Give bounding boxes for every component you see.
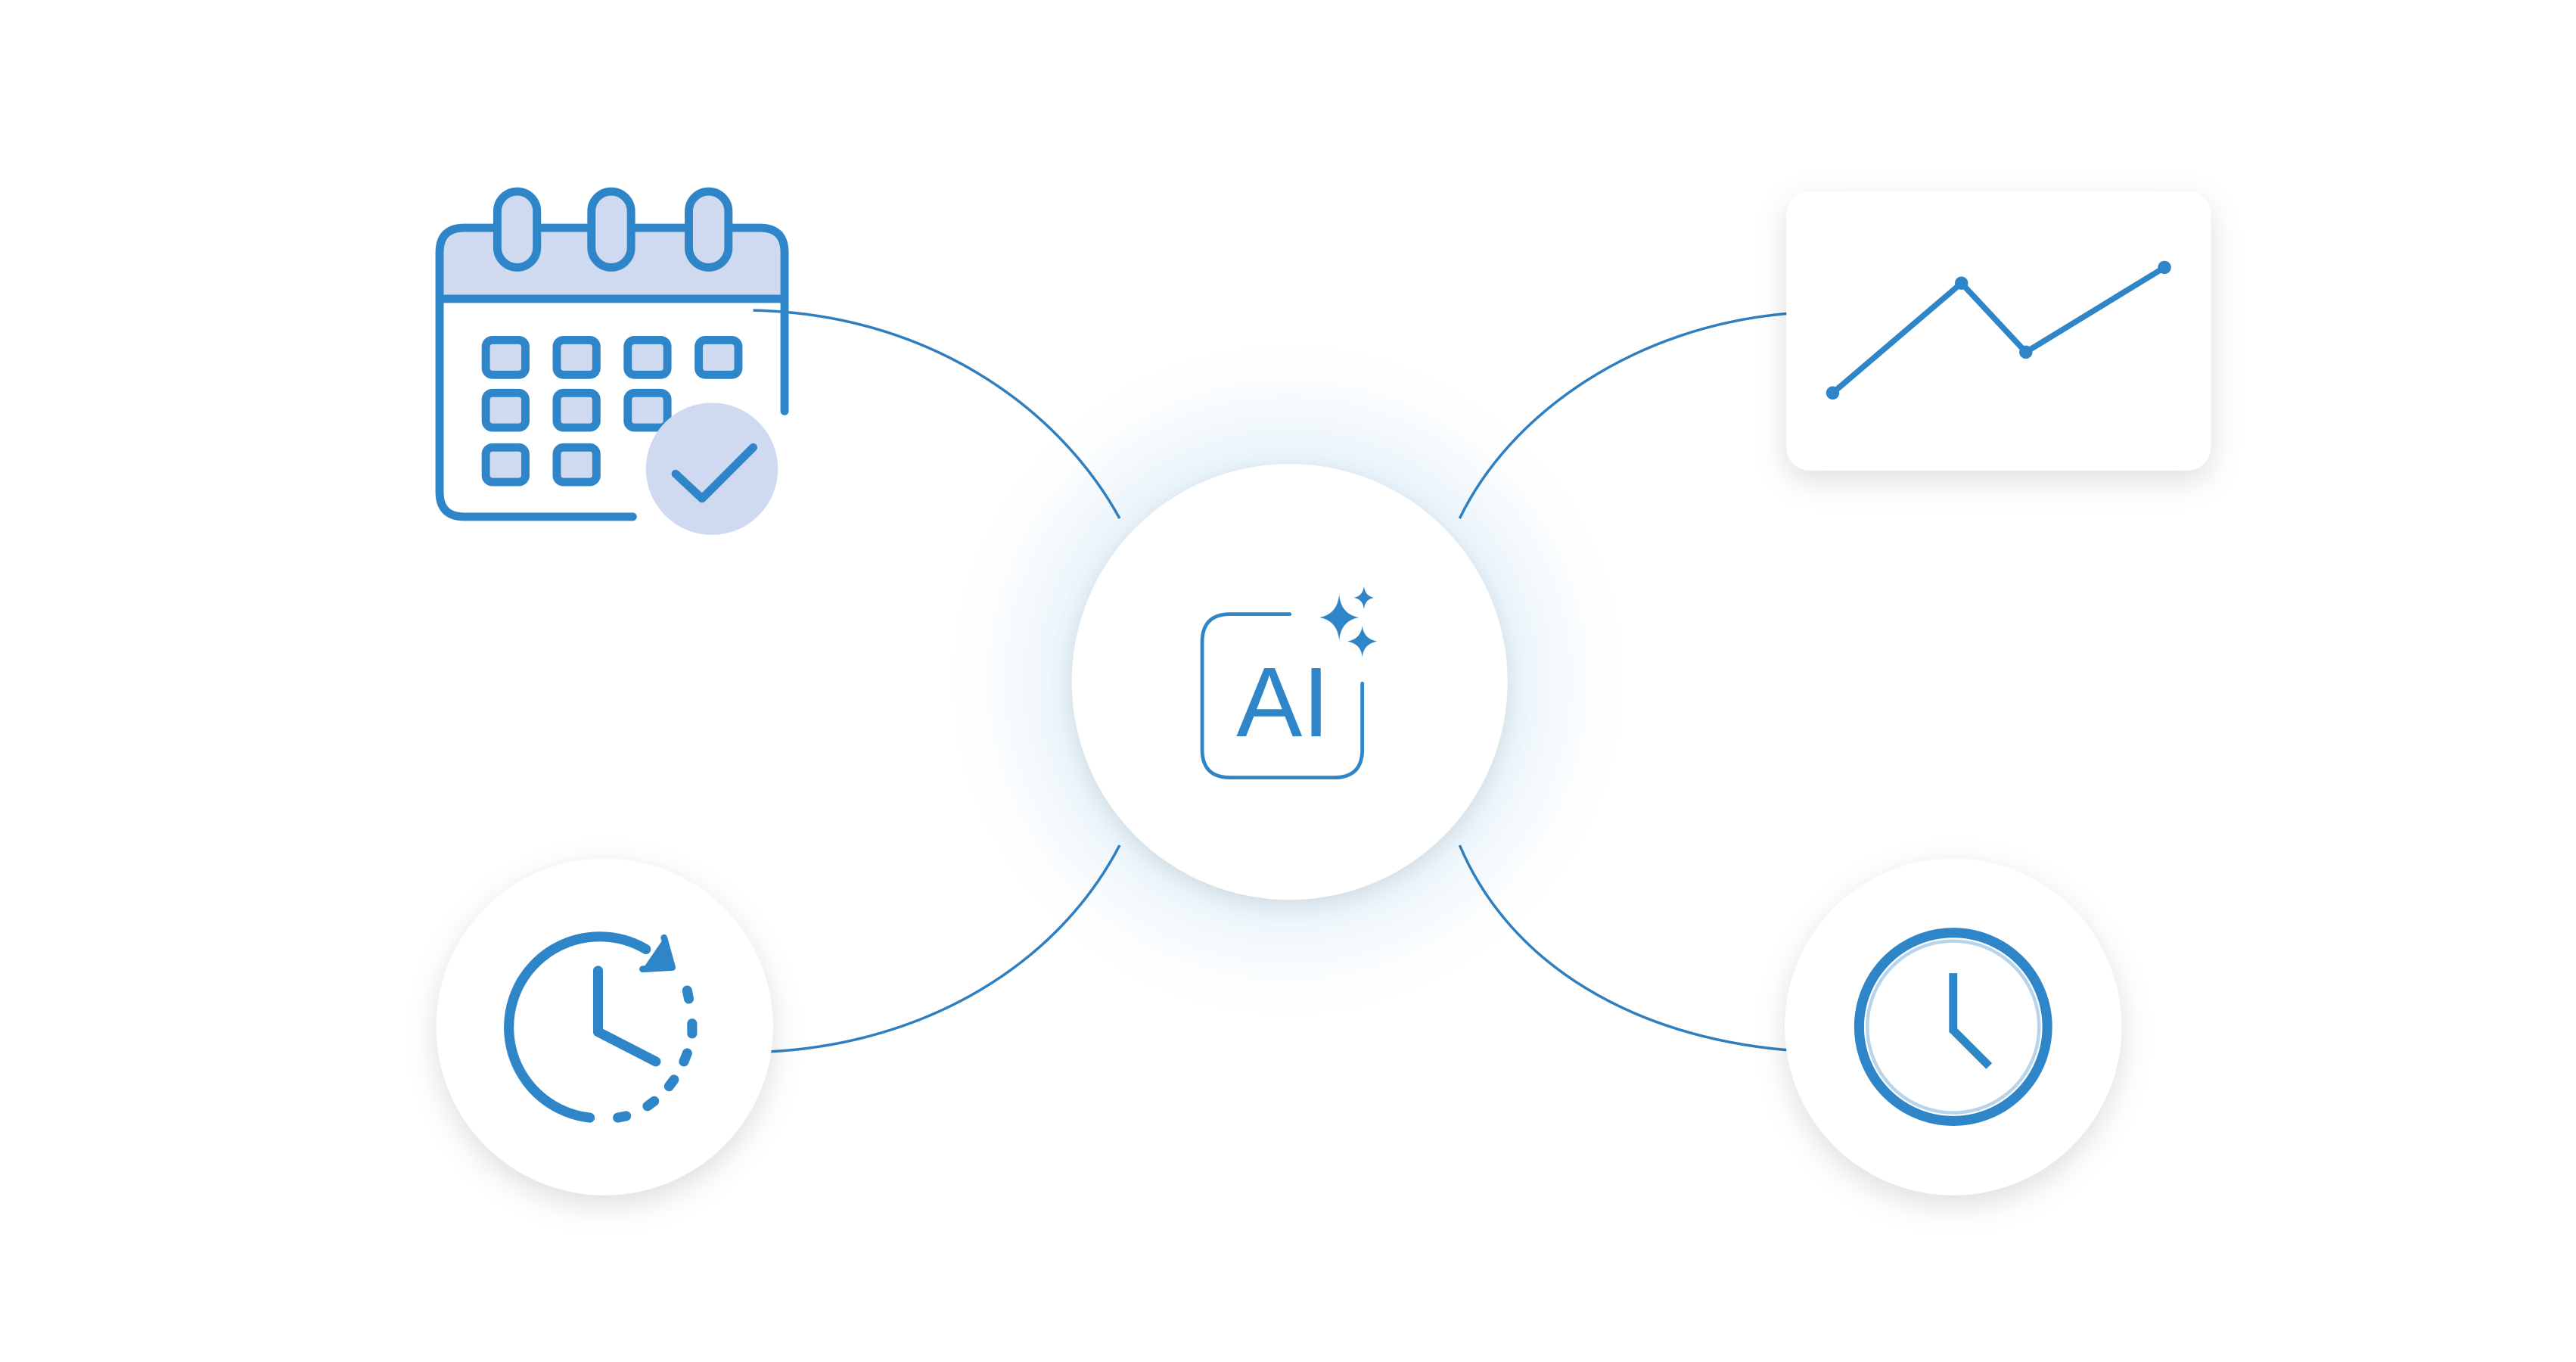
clock-icon <box>1854 928 2052 1126</box>
ai-sparkle-icon: AI <box>1200 586 1378 780</box>
chart-card <box>1786 191 2211 471</box>
center-node[interactable]: AI <box>1071 464 1508 900</box>
chart-node[interactable] <box>1786 191 2211 471</box>
chart-point-0 <box>1826 386 1840 400</box>
connector-history <box>769 844 1121 1053</box>
sparkle-small-top <box>1353 586 1374 610</box>
connector-chart <box>1458 312 1787 519</box>
chart-line <box>1831 265 2167 396</box>
history-circle <box>436 858 773 1196</box>
check-badge <box>645 403 778 535</box>
connectors <box>753 309 1787 1053</box>
calendar-check-icon <box>435 187 789 535</box>
history-node[interactable] <box>436 858 773 1196</box>
check-icon <box>671 443 758 503</box>
ai-label: AI <box>1236 646 1330 757</box>
chart-point-3 <box>2158 260 2171 275</box>
clock-node[interactable] <box>1785 858 2122 1196</box>
sparkle-small-bottom <box>1347 625 1378 658</box>
calendar-node[interactable] <box>435 187 789 535</box>
connector-clock <box>1458 844 1787 1052</box>
clock-history-icon <box>504 931 698 1123</box>
chart-point-2 <box>2019 345 2033 359</box>
line-chart-icon <box>1826 260 2171 400</box>
sparkle-large <box>1319 594 1359 641</box>
connector-calendar <box>753 309 1121 519</box>
center-circle <box>1071 464 1508 900</box>
chart-point-1 <box>1954 276 1969 290</box>
